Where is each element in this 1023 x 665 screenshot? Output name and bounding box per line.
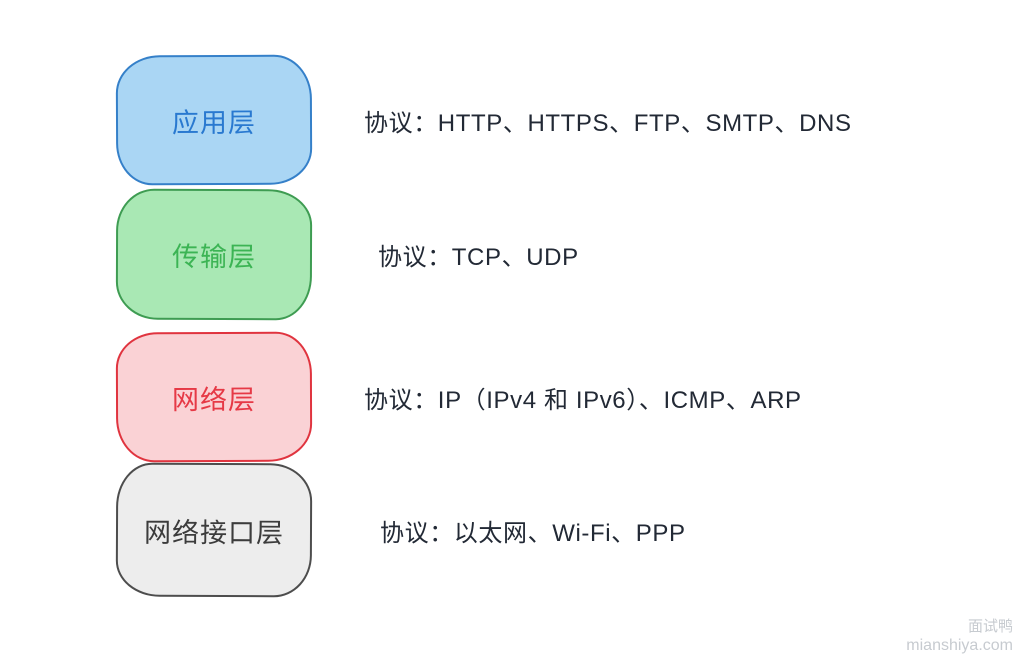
layer-row-network-interface: 网络接口层 协议：以太网、Wi-Fi、PPP: [0, 462, 1023, 598]
transport-layer-box: 传输层: [115, 188, 313, 321]
network-layer-box: 网络层: [115, 331, 313, 463]
network-layer-protocols: 协议：IP（IPv4 和 IPv6）、ICMP、ARP: [364, 386, 802, 414]
transport-layer-label: 传输层: [171, 241, 257, 273]
watermark-brand: 面试鸭: [967, 617, 1013, 635]
layer-row-application: 应用层 协议：HTTP、HTTPS、FTP、SMTP、DNS: [0, 54, 1023, 186]
transport-layer-protocols: 协议：TCP、UDP: [378, 244, 579, 271]
network-layer-label: 网络层: [171, 384, 257, 415]
network-interface-layer-label: 网络接口层: [143, 517, 285, 548]
layer-row-network: 网络层 协议：IP（IPv4 和 IPv6）、ICMP、ARP: [0, 331, 1023, 463]
network-interface-layer-protocols: 协议：以太网、Wi-Fi、PPP: [380, 519, 686, 547]
watermark-site: mianshiya.com: [906, 637, 1013, 655]
watermark: 面试鸭 mianshiya.com: [906, 617, 1013, 657]
application-layer-box: 应用层: [115, 54, 313, 186]
application-layer-label: 应用层: [171, 107, 257, 138]
application-layer-protocols: 协议：HTTP、HTTPS、FTP、SMTP、DNS: [364, 109, 852, 137]
network-interface-layer-box: 网络接口层: [115, 462, 313, 598]
layer-row-transport: 传输层 协议：TCP、UDP: [0, 188, 1023, 321]
